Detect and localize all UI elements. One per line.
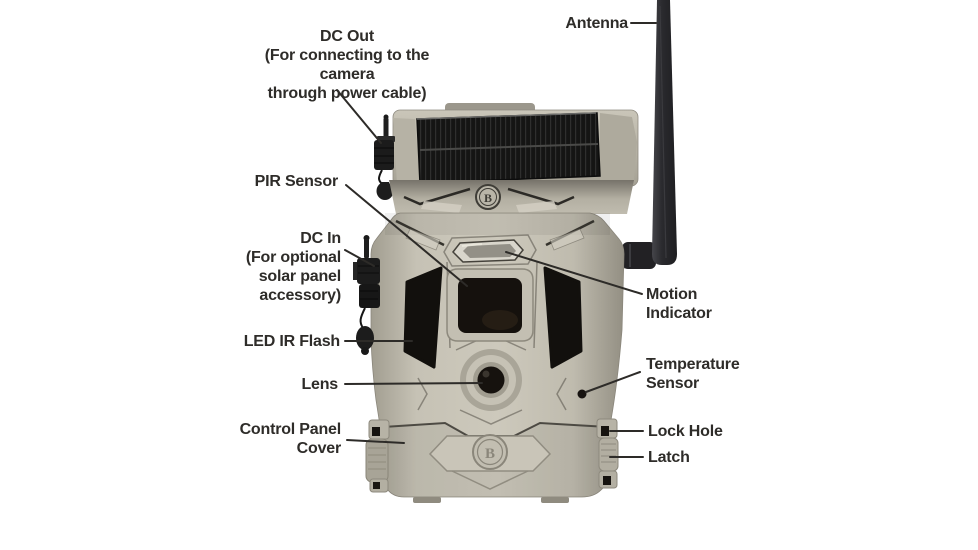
brand-letter-bottom: B xyxy=(485,446,495,462)
brand-letter-top: B xyxy=(484,191,492,205)
dc-out-leader-line xyxy=(336,89,382,144)
label-dc-in: DC In (For optional solar panel accessor… xyxy=(245,230,341,304)
dc-in-cap xyxy=(356,326,374,350)
antenna-blade xyxy=(652,0,677,265)
motion-indicator-leader-line xyxy=(505,251,643,295)
lens-leader-line xyxy=(344,382,483,385)
bushnell-logo-bottom: B xyxy=(472,434,508,470)
left-latch xyxy=(365,419,390,493)
label-antenna: Antenna xyxy=(565,15,628,32)
collar-band: B xyxy=(389,180,634,214)
label-pir-sensor: PIR Sensor xyxy=(254,173,339,190)
solar-panel-unit xyxy=(392,103,639,187)
label-latch: Latch xyxy=(648,449,690,466)
dc-out-connector xyxy=(374,114,395,200)
label-led-ir-flash: LED IR Flash xyxy=(243,333,340,350)
dc-in-leader-line xyxy=(344,249,375,267)
dc-out-cap xyxy=(376,182,394,200)
control-panel-cover: B xyxy=(381,421,609,503)
camera-body: B xyxy=(365,212,625,503)
temperature-sensor xyxy=(577,389,587,399)
right-latch xyxy=(596,418,619,489)
antenna-elbow xyxy=(622,242,656,269)
control-panel-cover-leader-line xyxy=(346,439,405,444)
lens xyxy=(460,349,522,411)
leader-lines xyxy=(336,22,657,458)
antenna xyxy=(609,0,677,269)
label-motion-indicator: Motion Indicator xyxy=(646,286,712,322)
latch-bar xyxy=(598,437,619,472)
temperature-sensor-leader-line xyxy=(585,371,641,393)
label-control-panel-cover: Control Panel Cover xyxy=(239,421,342,457)
dc-in-connector xyxy=(353,235,380,355)
led-ir-flash-right-panel xyxy=(543,266,583,369)
label-lock-hole: Lock Hole xyxy=(648,423,723,440)
label-lens: Lens xyxy=(301,376,338,393)
motion-indicator xyxy=(452,239,524,263)
label-temperature-sensor: Temperature Sensor xyxy=(646,356,740,392)
pir-sensor xyxy=(446,268,534,342)
lock-hole xyxy=(601,426,609,436)
pir-sensor-leader-line xyxy=(345,184,468,287)
lens-glass xyxy=(477,366,505,394)
label-dc-out: DC Out (For connecting to the camera thr… xyxy=(264,28,430,102)
bushnell-logo-top: B xyxy=(475,184,501,210)
led-ir-flash-left-panel xyxy=(403,266,443,369)
